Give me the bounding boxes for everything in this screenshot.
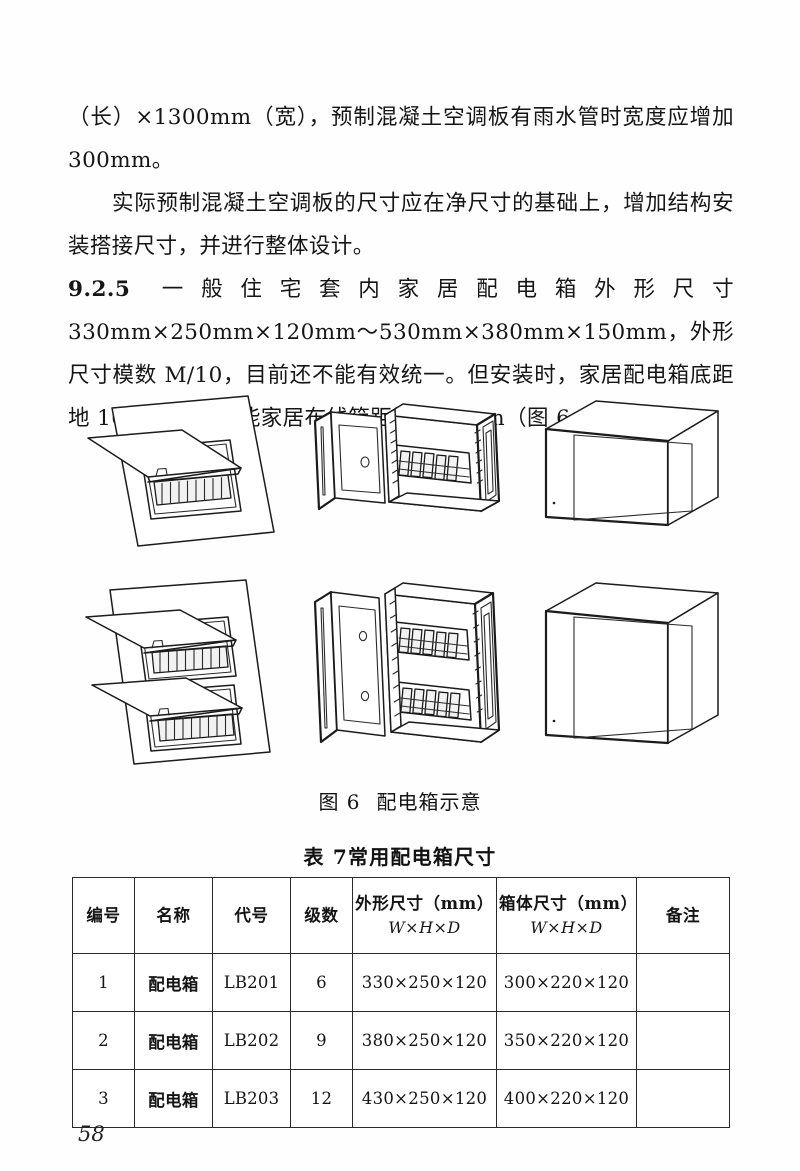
- table-header-body-size: 箱体尺寸（mm） W×H×D: [496, 877, 637, 954]
- cell-remark: [636, 1069, 730, 1128]
- table-title-number: 表 7: [303, 845, 349, 869]
- cell-poles: 9: [290, 1011, 353, 1070]
- cell-body-size: 300×220×120: [496, 953, 637, 1012]
- figure-panel-box-open-double: [300, 568, 522, 776]
- table-title-text: 常用配电箱尺寸: [348, 845, 497, 869]
- page-number: 58: [78, 1122, 105, 1146]
- table-header-outer-size: 外形尺寸（mm） W×H×D: [352, 877, 497, 954]
- cell-no: 3: [72, 1069, 135, 1128]
- figure-caption-title: 配电箱示意: [376, 790, 482, 814]
- cell-outer-size: 380×250×120: [352, 1011, 497, 1070]
- cell-remark: [636, 1011, 730, 1070]
- distribution-box-size-table: 编号 名称 代号 级数 外形尺寸（mm） W×H×D 箱体尺寸（mm） W×H×: [72, 877, 730, 1128]
- paragraph-2: 实际预制混凝土空调板的尺寸应在净尺寸的基础上，增加结构安装搭接尺寸，并进行整体设…: [68, 191, 734, 259]
- figure-panel-wall-double-row: [70, 568, 300, 776]
- table-header-poles: 级数: [290, 877, 353, 954]
- figure-caption-number: 图 6: [318, 790, 361, 814]
- table-header-row: 编号 名称 代号 级数 外形尺寸（mm） W×H×D 箱体尺寸（mm） W×H×: [72, 877, 730, 954]
- figure-illustrations: [70, 378, 742, 776]
- paragraph-1: （长）×1300mm（宽），预制混凝土空调板有雨水管时宽度应增加 300mm。: [68, 105, 734, 173]
- figure-panel-enclosure-tall: [522, 568, 742, 776]
- figure-panel-enclosure-shallow: [522, 378, 742, 568]
- cell-body-size: 400×220×120: [496, 1069, 637, 1128]
- cell-no: 2: [72, 1011, 135, 1070]
- table-header-name: 名称: [134, 877, 213, 954]
- table-title: 表 7常用配电箱尺寸: [0, 841, 800, 870]
- cell-remark: [636, 953, 730, 1012]
- cell-code: LB203: [212, 1069, 291, 1128]
- table-row: 1 配电箱 LB201 6 330×250×120 300×220×120: [72, 953, 730, 1012]
- cell-name: 配电箱: [134, 1011, 213, 1070]
- cell-name: 配电箱: [134, 1069, 213, 1128]
- cell-name: 配电箱: [134, 953, 213, 1012]
- table-row: 3 配电箱 LB203 12 430×250×120 400×220×120: [72, 1069, 730, 1128]
- cell-poles: 6: [290, 953, 353, 1012]
- table-header-code: 代号: [212, 877, 291, 954]
- table-row: 2 配电箱 LB202 9 380×250×120 350×220×120: [72, 1011, 730, 1070]
- cell-body-size: 350×220×120: [496, 1011, 637, 1070]
- figure-caption: 图 6 配电箱示意: [0, 786, 800, 815]
- cell-outer-size: 330×250×120: [352, 953, 497, 1012]
- cell-poles: 12: [290, 1069, 353, 1128]
- table-header-remark: 备注: [636, 877, 730, 954]
- cell-no: 1: [72, 953, 135, 1012]
- cell-outer-size: 430×250×120: [352, 1069, 497, 1128]
- table-header-no: 编号: [72, 877, 135, 954]
- figure-panel-wall-single-row: [70, 378, 300, 568]
- cell-code: LB202: [212, 1011, 291, 1070]
- figure-panel-box-open-single: [300, 378, 522, 568]
- clause-number: 9.2.5: [68, 277, 131, 302]
- cell-code: LB201: [212, 953, 291, 1012]
